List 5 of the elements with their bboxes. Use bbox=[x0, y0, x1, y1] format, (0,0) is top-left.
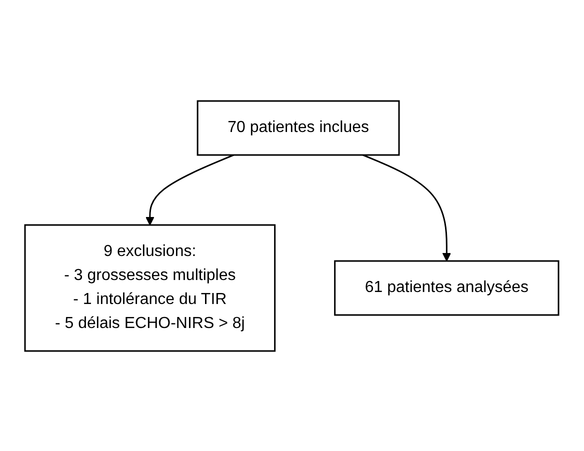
arrow bbox=[362, 154, 452, 261]
node-box: 9 exclusions: - 3 grossesses multiples - 1 intolérance du TIR - 5 délais ECHO-NIRS > 8j bbox=[24, 224, 276, 352]
arrow bbox=[146, 154, 234, 225]
node-box: 61 patientes analysées bbox=[334, 260, 560, 316]
node-box: 70 patientes inclues bbox=[197, 100, 400, 156]
